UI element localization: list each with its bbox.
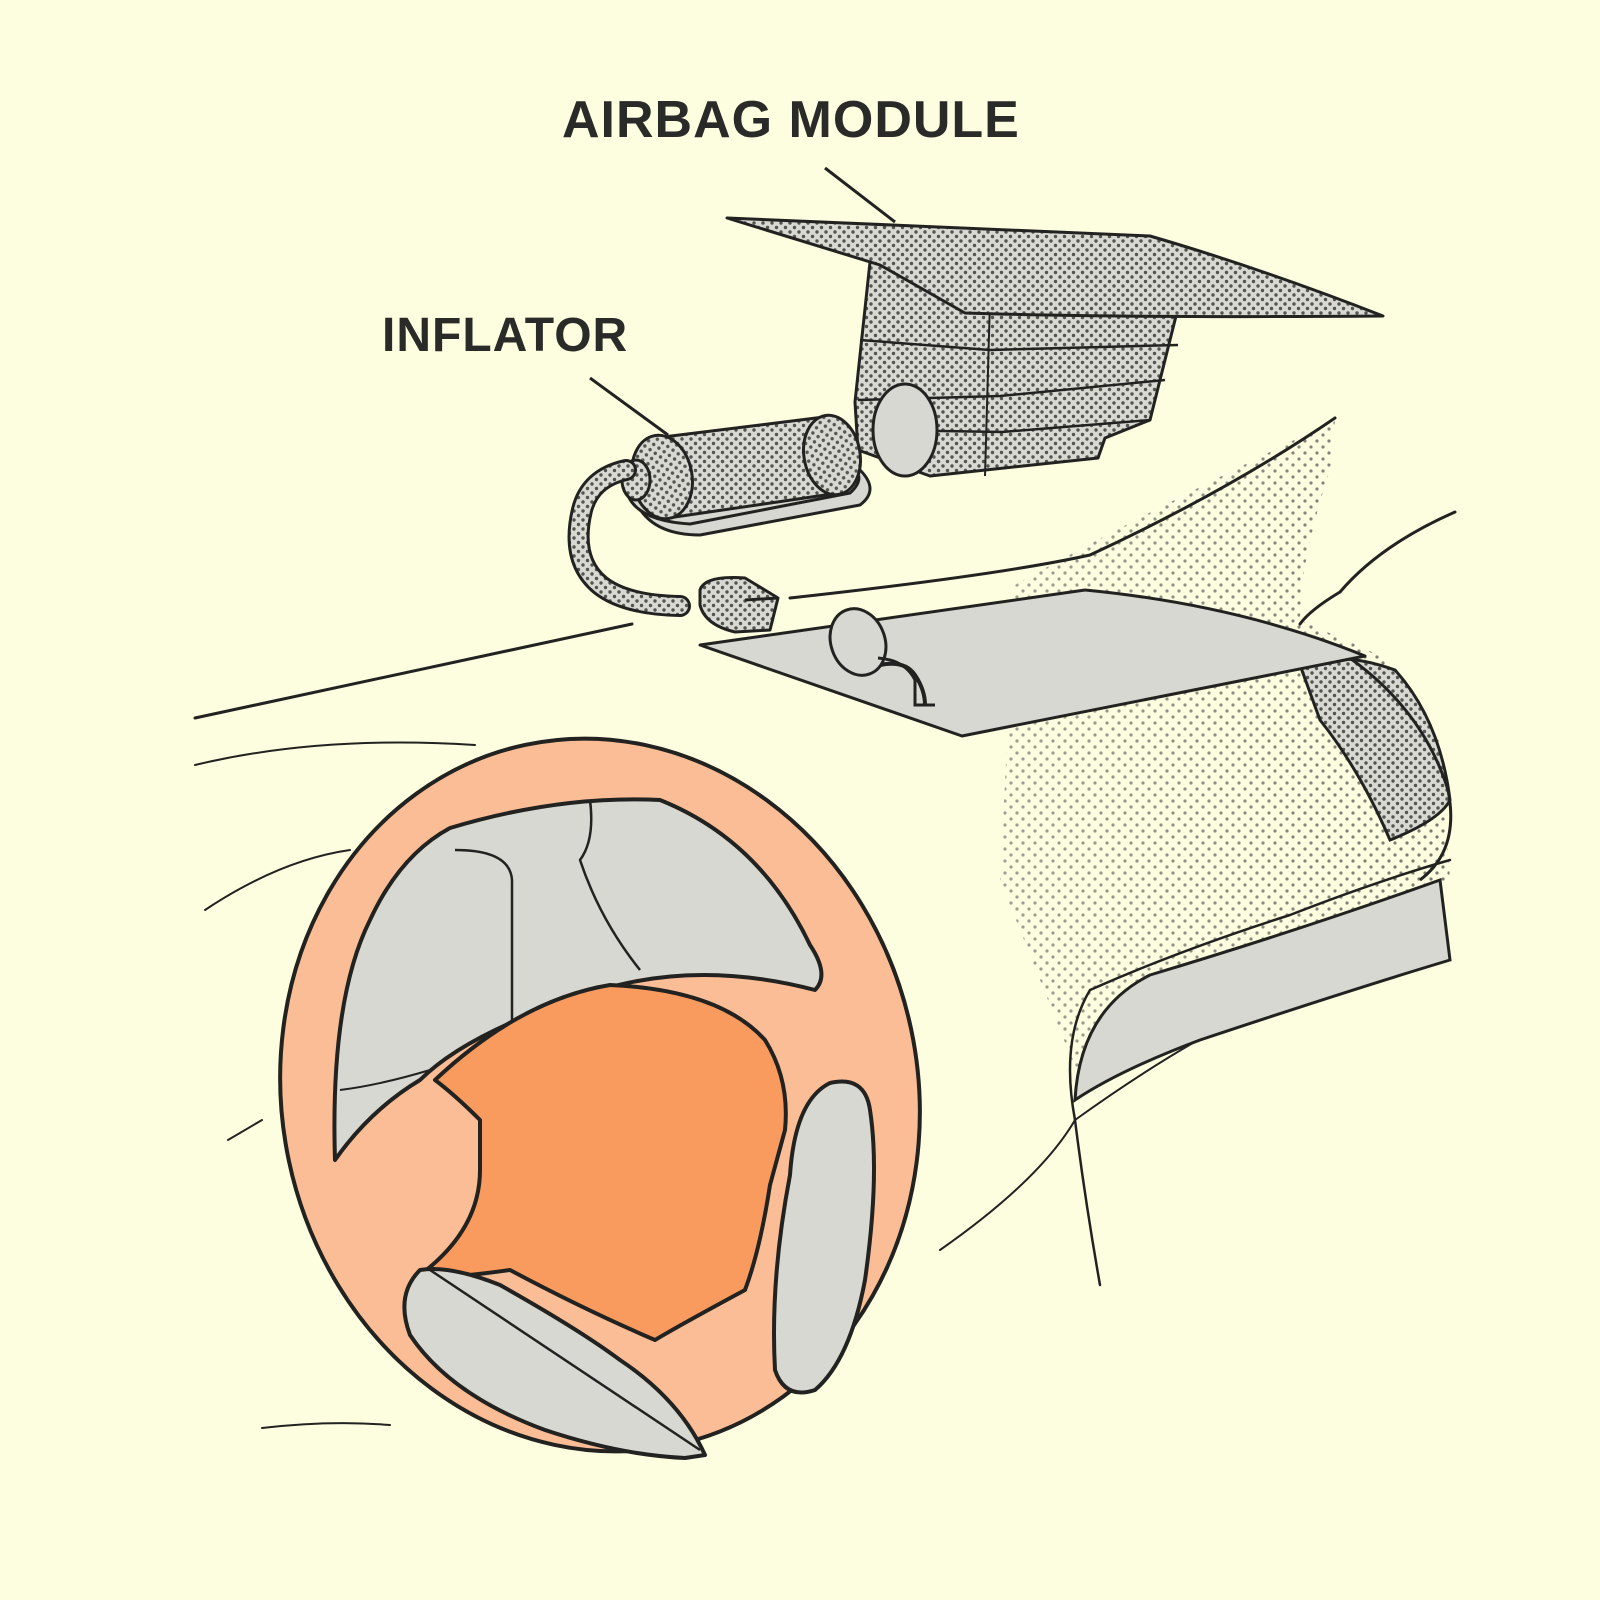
leader-lines xyxy=(589,166,896,437)
glove-box xyxy=(1073,877,1452,1103)
inflator-leader xyxy=(589,376,669,437)
inflator xyxy=(567,413,872,634)
airbag-module xyxy=(725,216,1385,478)
airbag-module-label: AIRBAG MODULE xyxy=(562,91,1020,149)
steering-spoke-bottom xyxy=(402,1267,707,1460)
dash-mount-socket xyxy=(828,607,888,677)
dash-mount-bracket xyxy=(879,661,927,706)
dash-edge xyxy=(1329,643,1453,882)
inflator-label: INFLATOR xyxy=(382,309,629,362)
airbag-cover-hub xyxy=(418,983,788,1342)
dash-mount-hook xyxy=(877,656,935,707)
airbag-module-leader xyxy=(824,166,896,224)
steering-wheel xyxy=(278,736,922,1460)
dashboard-outline xyxy=(193,416,1457,1429)
steering-spoke-top xyxy=(332,797,824,1162)
steering-spoke-right xyxy=(772,1079,876,1395)
